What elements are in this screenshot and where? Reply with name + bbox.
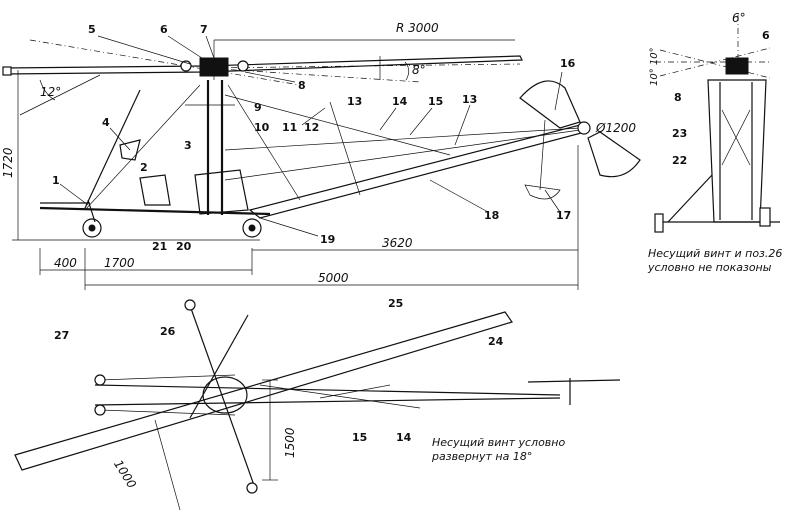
- dimension-rotor-radius: R 3000: [396, 21, 439, 35]
- part-label-26: 26: [160, 325, 176, 338]
- part-label-1: 1: [52, 174, 60, 187]
- part-label-12: 12: [304, 121, 320, 134]
- dimension-3620: 3620: [382, 236, 413, 250]
- side-dimension-lines: [12, 39, 579, 290]
- top-view-note-line-1: Несущий винт условно: [432, 436, 566, 449]
- part-label-15-top: 15: [352, 431, 368, 444]
- part-label-11: 11: [282, 121, 298, 134]
- part-label-13-a: 13: [347, 95, 363, 108]
- dimension-1700: 1700: [104, 256, 135, 270]
- wheels: [82, 199, 262, 238]
- part-label-5: 5: [88, 23, 96, 36]
- mast: [84, 80, 301, 215]
- part-label-8-front: 8: [674, 91, 682, 104]
- dimension-angle-10-10: 10° 10°: [649, 47, 660, 86]
- part-label-14-top: 14: [396, 431, 412, 444]
- part-label-2: 2: [140, 161, 148, 174]
- front-view-note: Несущий винт и поз.26 условно не показон…: [648, 247, 782, 275]
- leader-lines: [59, 35, 563, 237]
- rotor-blade: [2, 39, 523, 116]
- dimension-angle-12: 12°: [40, 85, 62, 99]
- part-label-20: 20: [176, 240, 192, 253]
- top-view-note: Несущий винт условно развернут на 18°: [432, 436, 565, 464]
- side-view: [2, 39, 641, 290]
- dimension-height-1720: 1720: [1, 147, 15, 178]
- tail-boom: [224, 94, 586, 219]
- dimension-angle-6: 6°: [732, 11, 746, 25]
- top-view: [14, 299, 621, 511]
- dimension-tail-rotor-diameter: Ø1200: [596, 121, 636, 135]
- dimension-5000: 5000: [318, 271, 349, 285]
- part-label-15: 15: [428, 95, 444, 108]
- part-label-6: 6: [160, 23, 168, 36]
- tail-rotor: [519, 80, 641, 200]
- part-label-9: 9: [254, 101, 262, 114]
- part-label-23: 23: [672, 127, 688, 140]
- part-label-7: 7: [200, 23, 208, 36]
- part-label-6-front: 6: [762, 29, 770, 42]
- part-label-22: 22: [672, 154, 688, 167]
- dimension-angle-8: 8°: [412, 63, 426, 77]
- front-view-note-line-1: Несущий винт и поз.26: [648, 247, 783, 260]
- part-label-16: 16: [560, 57, 576, 70]
- front-view: [654, 15, 780, 233]
- part-label-24: 24: [488, 335, 504, 348]
- part-label-3: 3: [184, 139, 192, 152]
- dimension-400: 400: [54, 256, 77, 270]
- fuselage: [39, 89, 271, 216]
- part-label-4: 4: [102, 116, 110, 129]
- part-label-27: 27: [54, 329, 70, 342]
- part-label-19: 19: [320, 233, 336, 246]
- part-label-18: 18: [484, 209, 500, 222]
- part-label-13-b: 13: [462, 93, 478, 106]
- part-label-17: 17: [556, 209, 572, 222]
- rotor-hub: [180, 40, 249, 80]
- part-label-14: 14: [392, 95, 408, 108]
- part-label-8: 8: [298, 79, 306, 92]
- part-label-21: 21: [152, 240, 168, 253]
- top-view-note-line-2: развернут на 18°: [432, 450, 533, 463]
- part-label-25: 25: [388, 297, 404, 310]
- front-view-note-line-2: условно не показоны: [648, 261, 772, 274]
- part-label-10: 10: [254, 121, 270, 134]
- dimension-1500: 1500: [283, 427, 297, 458]
